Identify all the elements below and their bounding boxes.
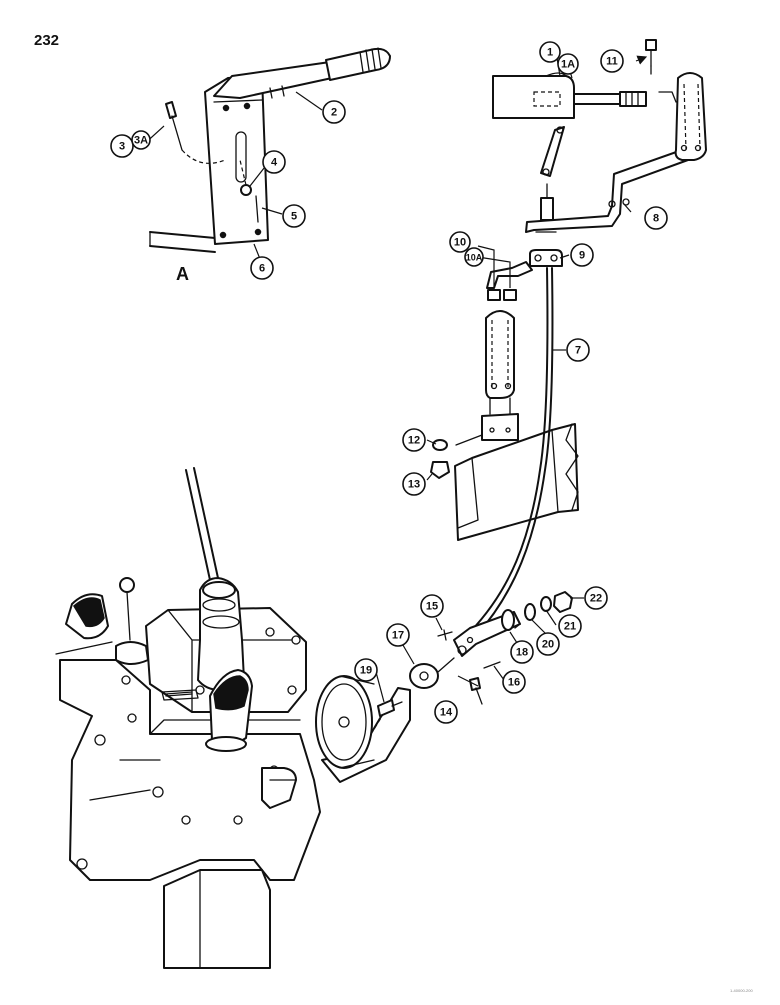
transmission-housing bbox=[55, 467, 321, 969]
footer-mark: 1-40000-200 bbox=[730, 988, 753, 993]
callout-label: 17 bbox=[392, 630, 404, 642]
callout-label: 19 bbox=[360, 665, 372, 677]
callout-6: 6 bbox=[250, 256, 274, 280]
callout-label: 18 bbox=[516, 647, 528, 659]
callout-12: 12 bbox=[402, 428, 426, 452]
callout-label: 8 bbox=[653, 213, 659, 225]
callout-21: 21 bbox=[558, 614, 582, 638]
callout-label: 3A bbox=[134, 135, 148, 147]
callout-label: 10 bbox=[454, 237, 466, 249]
callout-label: 11 bbox=[606, 56, 618, 68]
callout-20: 20 bbox=[536, 632, 560, 656]
callout-15: 15 bbox=[420, 594, 444, 618]
callout-2: 2 bbox=[322, 100, 346, 124]
callout-label: 5 bbox=[291, 211, 297, 223]
callout-label: 7 bbox=[575, 345, 581, 357]
hand-lever-assembly: A bbox=[149, 47, 391, 284]
callout-label: 2 bbox=[331, 107, 337, 119]
callout-label: 16 bbox=[508, 677, 520, 689]
callout-label: 10A bbox=[466, 253, 483, 263]
callout-label: 1A bbox=[561, 59, 575, 71]
callout-label: 22 bbox=[590, 593, 602, 605]
callout-1: 1 bbox=[539, 41, 561, 63]
callout-17: 17 bbox=[386, 623, 410, 647]
callout-7: 7 bbox=[566, 338, 590, 362]
callout-8: 8 bbox=[644, 206, 668, 230]
view-label: A bbox=[176, 264, 189, 284]
callout-label: 3 bbox=[119, 141, 125, 153]
callout-label: 6 bbox=[259, 263, 265, 275]
callout-label: 14 bbox=[440, 707, 453, 719]
callout-10: 10 bbox=[449, 231, 471, 253]
callout-19: 19 bbox=[354, 658, 378, 682]
callout-11: 11 bbox=[600, 49, 624, 73]
callout-label: 20 bbox=[542, 639, 554, 651]
callout-5: 5 bbox=[282, 204, 306, 228]
pedal-linkage bbox=[430, 39, 707, 479]
callout-16: 16 bbox=[502, 670, 526, 694]
page-number: 232 bbox=[34, 32, 60, 49]
callout-label: 13 bbox=[408, 479, 420, 491]
callout-label: 1 bbox=[547, 47, 553, 59]
callout-4: 4 bbox=[262, 150, 286, 174]
callout-3a: 3A bbox=[131, 130, 151, 150]
callout-10a: 10A bbox=[464, 247, 484, 267]
control-cable bbox=[469, 267, 554, 637]
callout-14: 14 bbox=[434, 700, 458, 724]
callout-label: 12 bbox=[408, 435, 420, 447]
frame-channel bbox=[454, 423, 579, 541]
callout-label: 21 bbox=[564, 621, 576, 633]
callout-13: 13 bbox=[402, 472, 426, 496]
callout-label: 15 bbox=[426, 601, 438, 613]
callout-18: 18 bbox=[510, 640, 534, 664]
cable-hardware bbox=[315, 591, 573, 783]
callout-22: 22 bbox=[584, 586, 608, 610]
callout-3: 3 bbox=[110, 134, 134, 158]
callout-label: 4 bbox=[271, 157, 278, 169]
callout-label: 9 bbox=[579, 250, 585, 262]
callout-9: 9 bbox=[570, 243, 594, 267]
callout-1a: 1A bbox=[557, 53, 579, 75]
